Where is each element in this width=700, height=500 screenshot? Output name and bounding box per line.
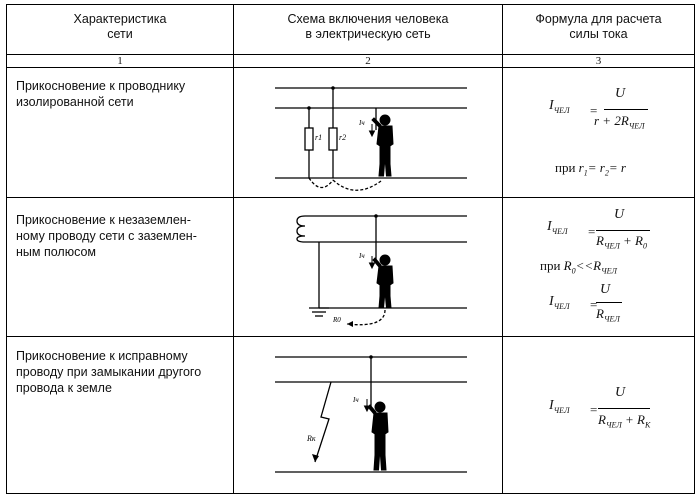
row3-formula-denominator: RЧЕЛ + RК bbox=[598, 412, 651, 430]
row2-fraction-bar bbox=[596, 230, 650, 232]
row2-grounded-pole-diagram: Iч R0 bbox=[296, 214, 467, 327]
row3-fraction-bar bbox=[598, 408, 650, 410]
row2-formula-condition: при R0<<RЧЕЛ bbox=[540, 258, 617, 276]
header-bottom-border bbox=[6, 54, 695, 56]
row1-formula-lhs: IЧЕЛ bbox=[549, 98, 570, 115]
row1-formula-numerator: U bbox=[615, 86, 626, 101]
row2-fraction2-bar bbox=[596, 302, 622, 304]
table-right-border bbox=[694, 4, 696, 494]
table-left-border bbox=[6, 4, 8, 494]
row2-formula-lhs: IЧЕЛ bbox=[547, 219, 568, 236]
row3-description: Прикосновение к исправному проводу при з… bbox=[16, 349, 202, 395]
column-number-2: 2 bbox=[365, 55, 371, 67]
column-divider-2 bbox=[502, 4, 504, 494]
row3-formula-numerator: U bbox=[615, 385, 626, 400]
row3-formula-lhs: IЧЕЛ bbox=[549, 398, 570, 415]
row2-bottom-border bbox=[6, 336, 695, 338]
row1-r2-label: r2 bbox=[339, 133, 346, 142]
row2-formula-numerator: U bbox=[614, 207, 625, 222]
row2-formula2-lhs: IЧЕЛ bbox=[549, 294, 570, 311]
header-current-formula: Формула для расчета силы тока bbox=[535, 12, 662, 41]
row2-formula2-denominator: RЧЕЛ bbox=[596, 306, 620, 324]
header-network-characteristic: Характеристика сети bbox=[73, 12, 167, 41]
row1-isolated-network-diagram: r1 r2 Iч bbox=[275, 86, 467, 191]
row3-earth-fault-diagram: Iч Rк bbox=[275, 355, 467, 473]
row1-current-label: Iч bbox=[358, 119, 365, 127]
column-number-3: 3 bbox=[595, 55, 602, 67]
row2-formula2-numerator: U bbox=[600, 282, 611, 297]
row1-description: Прикосновение к проводнику изолированной… bbox=[16, 79, 186, 109]
row2-formula-denominator: RЧЕЛ + R0 bbox=[596, 233, 647, 251]
table-top-border bbox=[6, 4, 695, 6]
column-divider-1 bbox=[233, 4, 235, 494]
row1-bottom-border bbox=[6, 197, 695, 199]
row1-fraction-bar bbox=[604, 109, 648, 111]
row2-description: Прикосновение к незаземлен- ному проводу… bbox=[16, 213, 197, 259]
row3-rk-label: Rк bbox=[306, 434, 316, 443]
header-connection-diagram: Схема включения человека в электрическую… bbox=[287, 12, 449, 41]
row2-current-label: Iч bbox=[358, 252, 365, 260]
table-bottom-border bbox=[6, 493, 695, 495]
row1-r1-label: r1 bbox=[315, 133, 322, 142]
number-row-bottom-border bbox=[6, 67, 695, 69]
row1-formula-condition: при r1= r2= r bbox=[555, 160, 626, 178]
column-number-1: 1 bbox=[117, 55, 123, 67]
row2-r0-label: R0 bbox=[332, 316, 341, 324]
row3-current-label: Iч bbox=[352, 396, 359, 404]
row1-formula-denominator: r + 2RЧЕЛ bbox=[594, 113, 645, 131]
